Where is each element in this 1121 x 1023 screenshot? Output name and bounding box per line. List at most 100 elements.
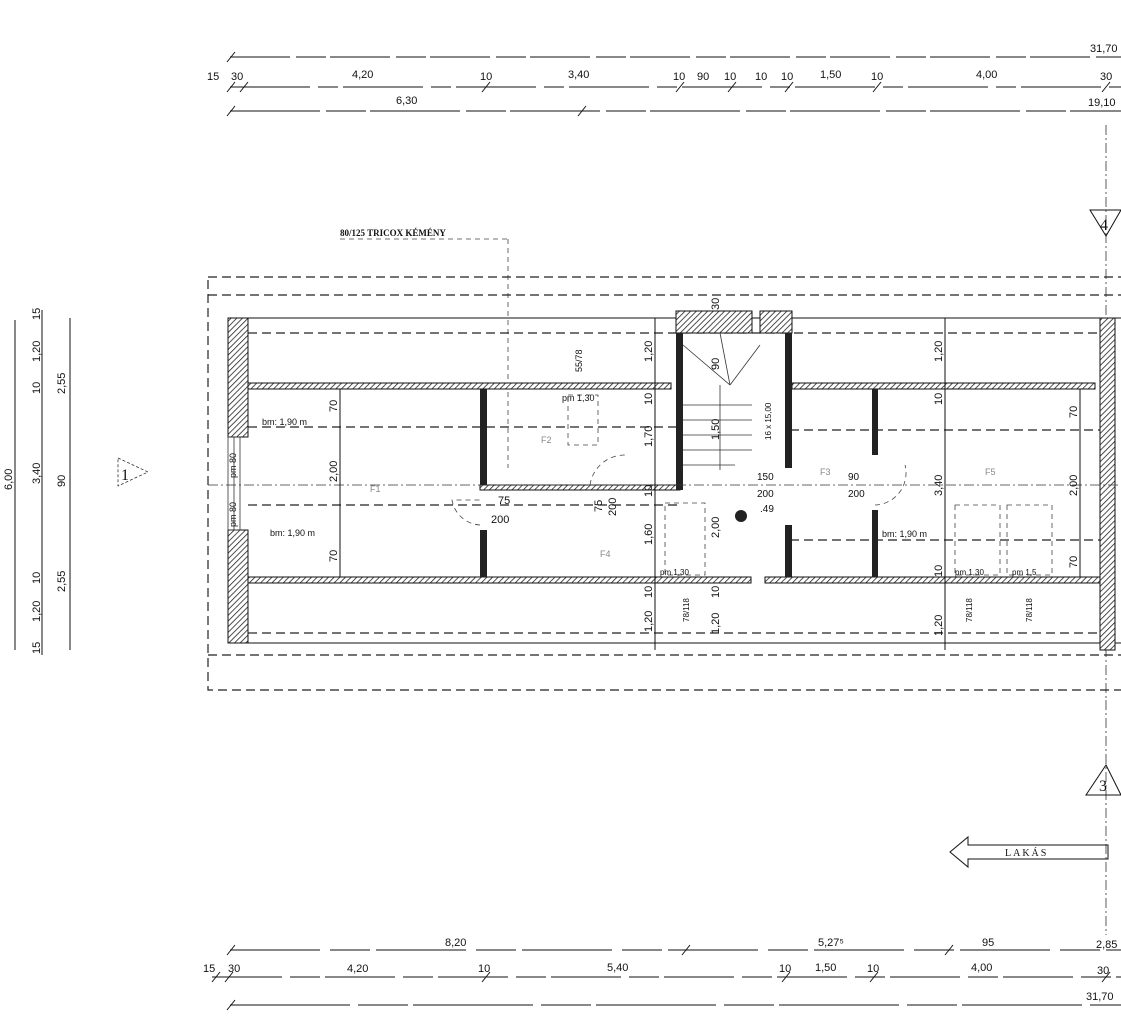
dimension-label: 2,00 [710,517,722,538]
dimension-label: 10 [643,485,655,497]
dimension-label: 5,27⁵ [818,937,844,949]
dimension-label: 8,20 [445,937,466,949]
dim: 2,55 [56,571,68,592]
dimension-label: 75 [593,500,605,512]
dimension-label: bm: 1,90 m [882,529,927,539]
dimension-label: pm 1,5 [1012,568,1037,577]
dimension-label: 70 [1068,406,1080,418]
dimension-label: 75 [498,495,510,507]
section-marker-3: 3 [1085,700,1121,935]
dimension-label: 2,85 [1096,939,1117,951]
dimension-label: 16 x 15,00 [764,402,773,440]
dimension-label: 70 [328,550,340,562]
left-dimension-chain: 6,00 15 1,20 10 3,40 10 1,20 15 2,55 90 … [3,308,71,655]
dimension-label: 30 [228,963,240,975]
dim: 3,40 [31,463,43,484]
dimension-label: 10 [478,963,490,975]
dim: 1,20 [31,341,43,362]
dimension-label: 1,20 [643,341,655,362]
dim: 1,50 [820,69,841,81]
dimension-label: 80/125 TRICOX KÉMÉNY [340,228,446,238]
section-marker-4: 4 [1089,125,1121,700]
dimension-label: 200 [607,498,619,516]
plan-labels: bm: 1,90 m bm: 1,90 m bm: 1,90 m pm 80 p… [228,298,1080,636]
dimension-label: 1,20 [710,613,722,634]
dimension-label: 2,00 [1068,475,1080,496]
dimension-label: 150 [757,472,774,483]
dim: 3,40 [568,69,589,81]
dimension-label: F1 [370,484,381,494]
bottom-dimension-chain: 8,20 5,27⁵ 95 2,85 15 30 4,20 10 5,40 10… [203,937,1121,1011]
dim: 10 [673,71,685,83]
dim: 15 [31,642,43,654]
dim: 90 [697,71,709,83]
dimension-label: bm: 1,90 m [270,528,315,538]
level-marker-icon [735,510,747,522]
dimension-label: 10 [643,586,655,598]
dim: 10 [31,382,43,394]
dimension-label: 95 [982,937,994,949]
dimension-label: 55/78 [574,349,584,372]
top-dimension-chain: 31,70 15 30 4,20 10 3,40 10 90 10 10 10 … [207,43,1121,117]
stair [682,332,761,470]
dimension-label: 78/118 [965,598,974,622]
dimension-label: 10 [779,963,791,975]
dim: 10 [724,71,736,83]
dimension-label: LAKÁS [1005,847,1048,859]
dimension-label: F2 [541,435,552,445]
dimension-label: 15 [203,963,215,975]
dimension-label: 3 [1099,778,1107,795]
dim: 10 [755,71,767,83]
dim: 10 [781,71,793,83]
dimension-label: 1,20 [643,611,655,632]
dimension-label: 30 [710,298,722,310]
dimension-label: 10 [643,393,655,405]
dimension-label: pm 1,30 [660,568,689,577]
headroom-lines [208,318,1121,650]
dim-overall-top: 31,70 [1090,43,1118,55]
dim: 4,00 [976,69,997,81]
walls [227,310,1116,651]
dimension-label: 5,40 [607,962,628,974]
dimension-label: 2,00 [328,461,340,482]
dim: 6,30 [396,95,417,107]
dimension-label: 4,00 [971,962,992,974]
dimension-label: 10 [710,586,722,598]
roof-outline [207,276,1121,691]
section-marker-1: 1 [117,457,149,487]
dimension-label: pm 1,30 [562,393,595,403]
dimension-label: 1,70 [643,426,655,447]
dimension-label: pm 80 [228,453,238,478]
dimension-label: 1,50 [815,962,836,974]
entrance-arrow: LAKÁS [949,835,1109,869]
dim: 2,55 [56,373,68,394]
dimension-label: 10 [933,565,945,577]
dimension-label: 200 [757,489,774,500]
dimension-label: 1 [121,467,129,484]
dim: 90 [56,475,68,487]
dim: 30 [1100,71,1112,83]
dimension-label: pm 80 [228,502,238,527]
dimension-label: 1,20 [933,341,945,362]
dimension-label: F4 [600,549,611,559]
dimension-label: 3,40 [933,475,945,496]
dimension-label: 1,60 [643,524,655,545]
dimension-label: 30 [1097,965,1109,977]
dim: 30 [231,71,243,83]
dimension-label: 70 [1068,556,1080,568]
dim: 4,20 [352,69,373,81]
dimension-label: 4,20 [347,963,368,975]
dimension-label: 200 [848,489,865,500]
dimension-label: .49 [760,504,774,515]
dimension-label: 78/118 [1025,598,1034,622]
dimension-label: 1,20 [933,615,945,636]
dim: 10 [871,71,883,83]
dimension-label: F5 [985,467,996,477]
dimension-label: 90 [848,472,860,483]
dimension-label: 78/118 [682,598,691,622]
dimension-label: pm 1,30 [955,568,984,577]
dim-overall-left: 6,00 [3,469,15,490]
dim: 1,20 [31,601,43,622]
dimension-label: 1,50 [710,419,722,440]
